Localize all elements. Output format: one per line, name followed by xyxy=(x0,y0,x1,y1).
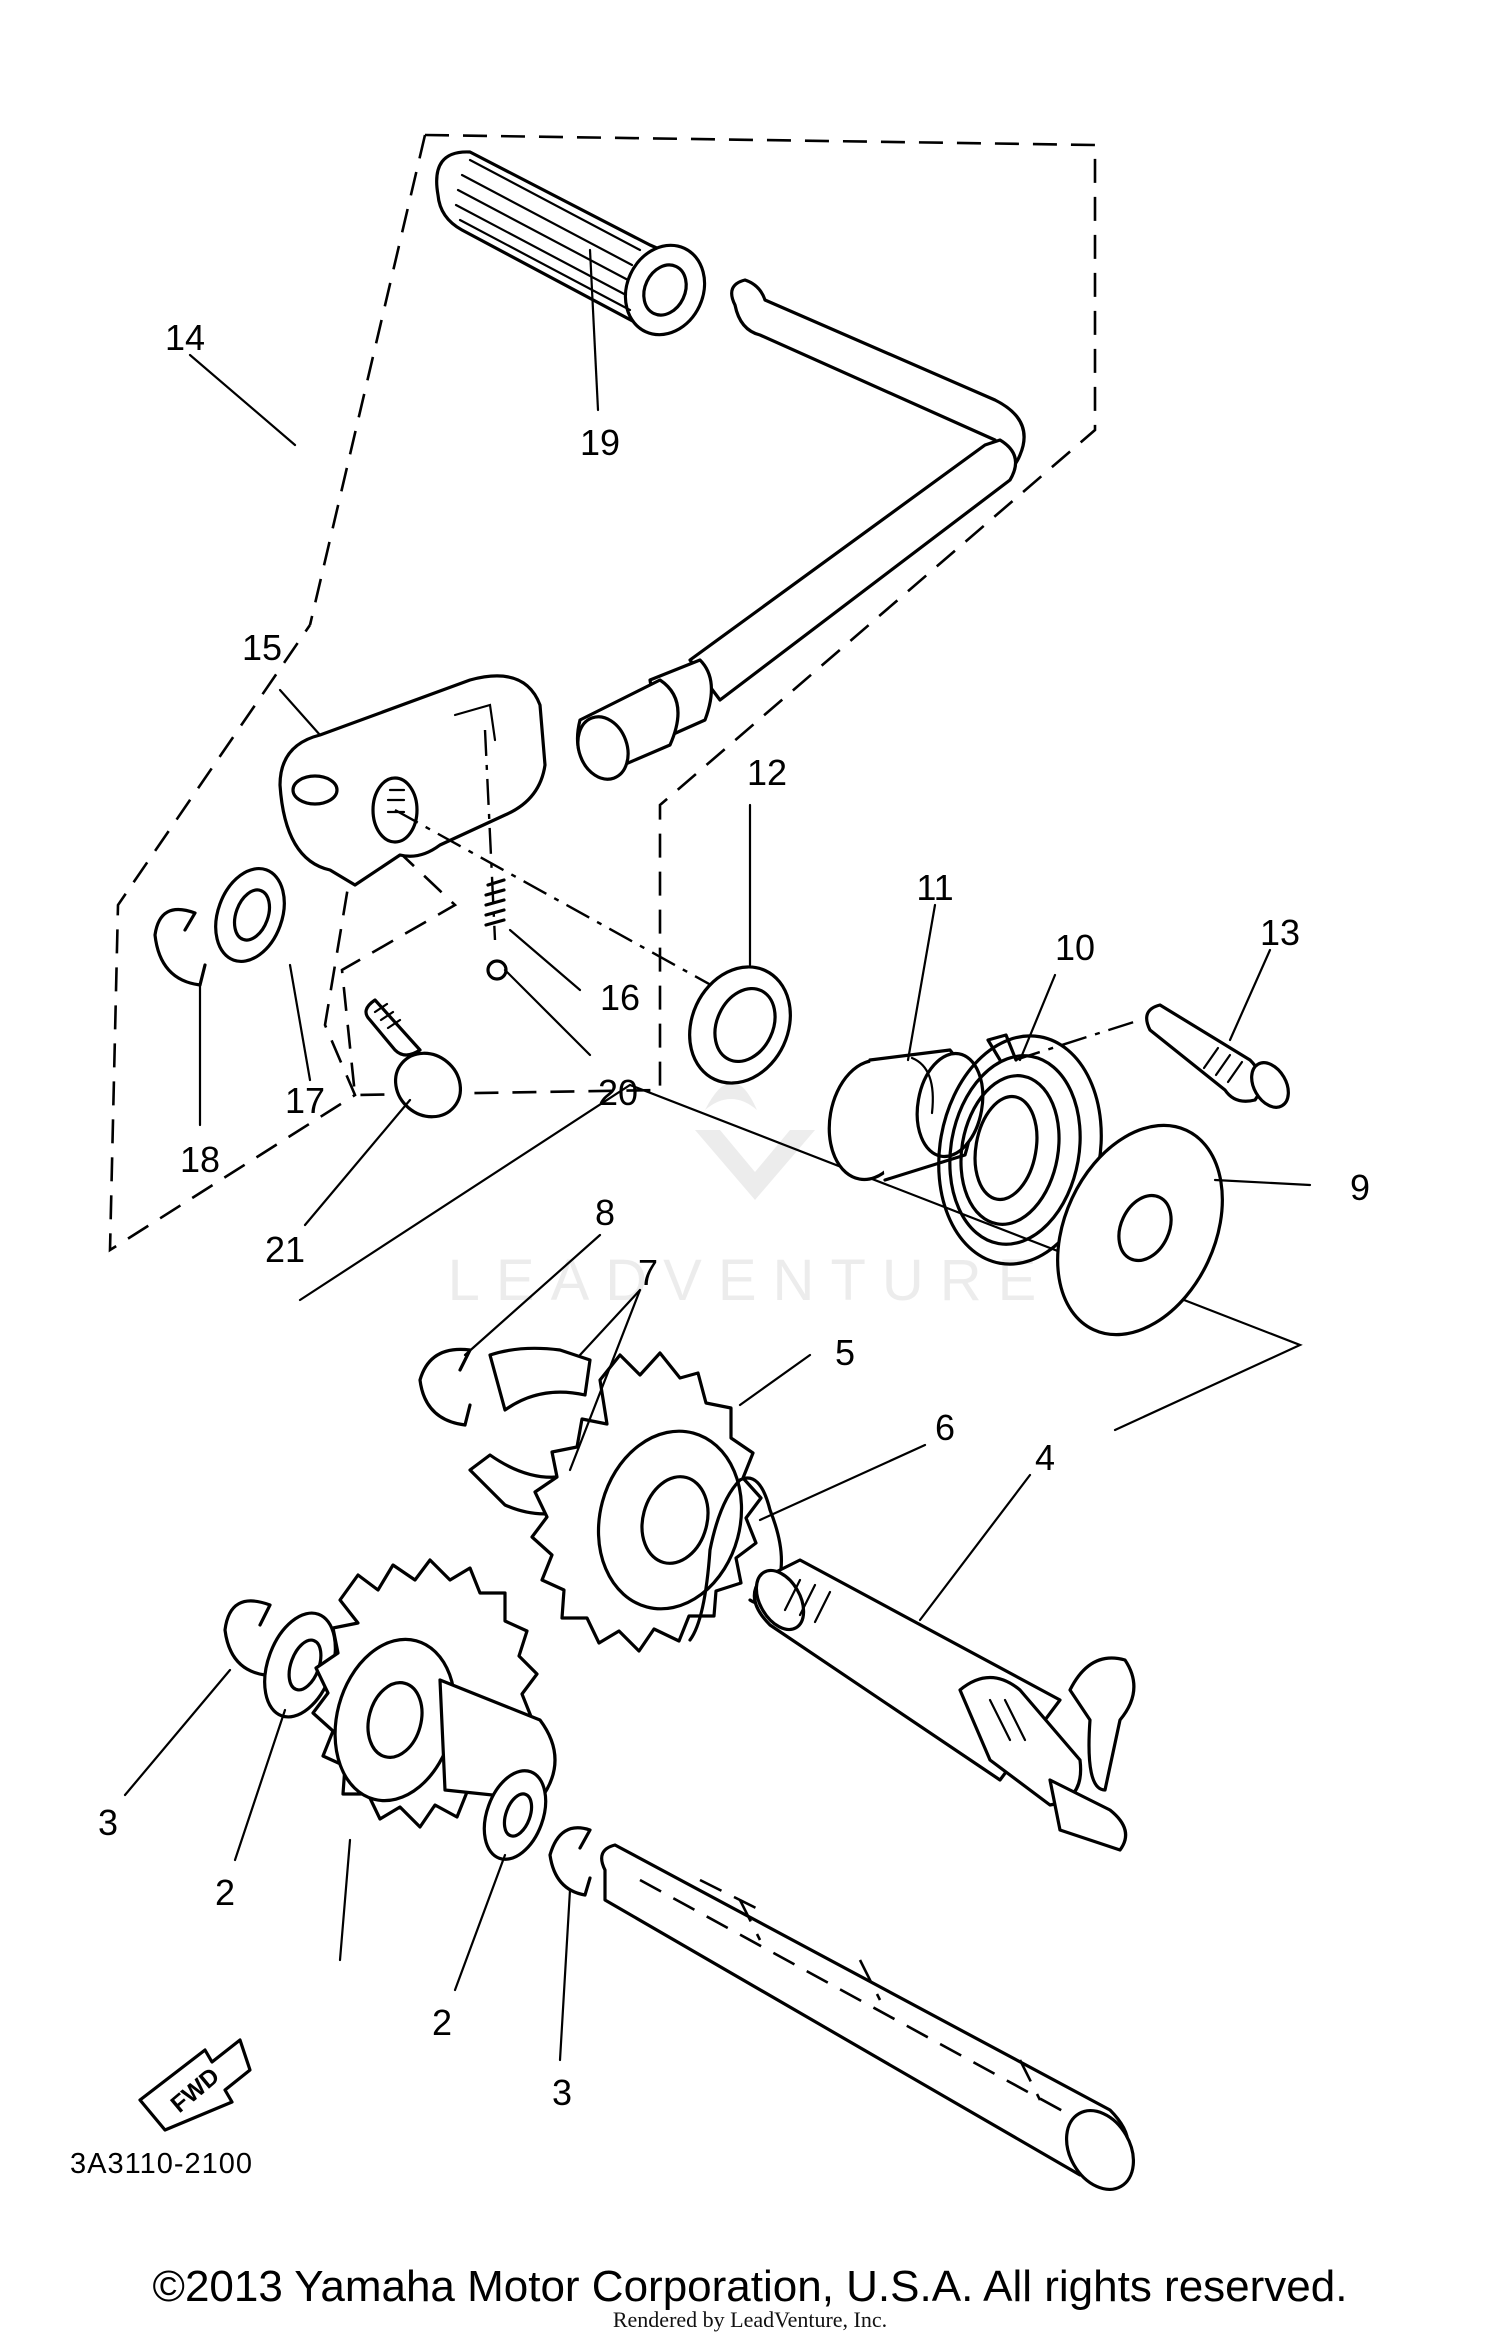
part-13-stopper-shaft xyxy=(1145,1003,1290,1109)
callout-9: 9 xyxy=(1350,1167,1370,1208)
callout-18: 18 xyxy=(180,1139,220,1180)
callout-7: 7 xyxy=(638,1252,658,1293)
callout-2-left: 2 xyxy=(215,1872,235,1913)
callout-labels: 14 19 15 12 11 10 13 16 20 17 18 21 9 8 … xyxy=(98,317,1370,2113)
assembly-axis-line xyxy=(394,808,721,992)
part-8-circlip xyxy=(418,1347,472,1427)
part-21-bolt xyxy=(364,998,463,1119)
callout-14: 14 xyxy=(165,317,205,358)
boss-spring-axis-line xyxy=(483,729,497,941)
callout-21: 21 xyxy=(265,1229,305,1270)
callout-8: 8 xyxy=(595,1192,615,1233)
part-2-washer-left xyxy=(263,1611,337,1719)
callout-3-right: 3 xyxy=(552,2072,572,2113)
part-1-idle-gear xyxy=(311,1558,557,1829)
part-2-washer-right xyxy=(482,1769,548,1861)
kick-axle-group-outline xyxy=(298,1083,1303,1432)
assembly-outline-left-edge xyxy=(308,134,427,626)
watermark-text: LEADVENTURE xyxy=(448,1248,1053,1313)
callout-2-right: 2 xyxy=(432,2002,452,2043)
fwd-badge: FWD xyxy=(138,2038,252,2132)
callout-10: 10 xyxy=(1055,927,1095,968)
rendered-by-note: Rendered by LeadVenture, Inc. xyxy=(612,2307,888,2332)
spring-axis-line xyxy=(1014,1018,1141,1062)
callout-16: 16 xyxy=(600,977,640,1018)
callout-11: 11 xyxy=(916,867,953,908)
part-11-spring-guide xyxy=(827,1048,985,1182)
part-5-kick-gear xyxy=(530,1351,763,1653)
main-shaft xyxy=(600,1843,1136,2191)
part-19-kick-grip xyxy=(435,150,707,337)
callout-12: 12 xyxy=(747,752,787,793)
part-18-circlip xyxy=(153,907,207,987)
callout-15: 15 xyxy=(242,627,282,668)
kick-crank-arm xyxy=(575,278,1026,781)
callout-13: 13 xyxy=(1260,912,1300,953)
callout-6: 6 xyxy=(935,1407,955,1448)
part-4-kick-axle xyxy=(752,1558,1136,1852)
callout-4: 4 xyxy=(1035,1437,1055,1478)
part-16-spring xyxy=(484,878,506,927)
leader-lines xyxy=(123,248,1312,2062)
part-17-washer xyxy=(214,866,286,964)
callout-17: 17 xyxy=(285,1080,325,1121)
callout-3-left: 3 xyxy=(98,1802,118,1843)
leadventure-watermark: LEADVENTURE xyxy=(448,1082,1053,1313)
copyright-notice: ©2013 Yamaha Motor Corporation, U.S.A. A… xyxy=(152,2262,1348,2311)
part-20-ball xyxy=(486,959,508,981)
part-3-circlip-left xyxy=(223,1599,274,1677)
part-15-kick-boss xyxy=(278,674,547,887)
callout-19: 19 xyxy=(580,422,620,463)
diagram-code: 3A3110-2100 xyxy=(70,2148,253,2180)
callout-5: 5 xyxy=(835,1332,855,1373)
part-3-circlip-right xyxy=(548,1826,592,1897)
callout-20: 20 xyxy=(598,1072,638,1113)
part-9-plate-washer xyxy=(1056,1123,1224,1337)
part-12-oil-seal xyxy=(688,965,792,1085)
